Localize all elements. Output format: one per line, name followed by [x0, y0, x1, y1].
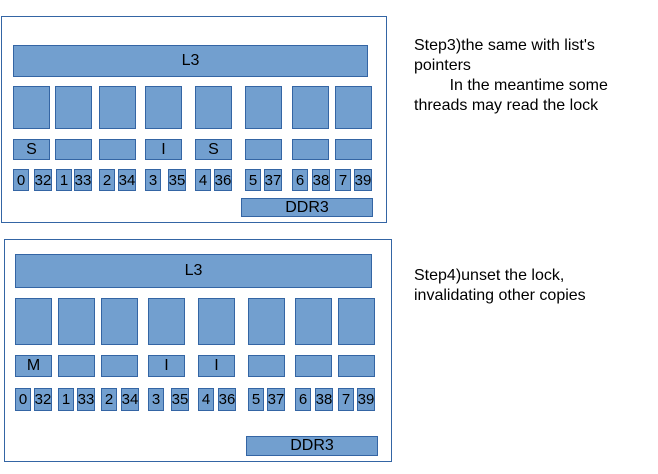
step3-note: Step3)the same with list's pointers In t… — [414, 37, 608, 114]
cache-state-box: S — [13, 139, 50, 160]
cache-state-box — [248, 355, 285, 377]
thread-id-box: 7 — [335, 169, 351, 191]
thread-id-box: 39 — [354, 169, 372, 191]
thread-id-box: 2 — [101, 388, 117, 411]
thread-id-box: 38 — [312, 169, 330, 191]
core-box — [15, 298, 52, 345]
cache-state-box — [292, 139, 329, 160]
thread-id-box: 34 — [118, 169, 136, 191]
cache-state-box — [58, 355, 95, 377]
thread-id-box: 37 — [267, 388, 285, 411]
ddr3-memory-box: DDR3 — [246, 436, 378, 456]
thread-id-box: 7 — [338, 388, 354, 411]
core-box — [148, 298, 185, 345]
thread-id-box: 36 — [218, 388, 236, 411]
cache-state-box: I — [145, 139, 182, 160]
thread-id-box: 35 — [171, 388, 189, 411]
thread-id-box: 5 — [248, 388, 264, 411]
cache-state-box — [338, 355, 375, 377]
thread-id-box: 32 — [34, 388, 52, 411]
thread-id-box: 4 — [198, 388, 214, 411]
core-box — [195, 86, 232, 129]
cache-state-box — [101, 355, 138, 377]
thread-id-box: 5 — [245, 169, 261, 191]
cache-state-box: S — [195, 139, 232, 160]
thread-id-box: 33 — [77, 388, 95, 411]
thread-id-box: 1 — [56, 169, 72, 191]
thread-id-box: 6 — [295, 388, 311, 411]
thread-id-box: 0 — [15, 388, 31, 411]
core-box — [145, 86, 182, 129]
core-box — [335, 86, 372, 129]
thread-id-box: 35 — [168, 169, 186, 191]
core-box — [13, 86, 50, 129]
thread-id-box: 6 — [292, 169, 308, 191]
thread-id-box: 37 — [264, 169, 282, 191]
cache-state-box — [55, 139, 92, 160]
ddr3-memory-box: DDR3 — [241, 198, 373, 217]
thread-id-box: 36 — [214, 169, 232, 191]
cache-state-box — [245, 139, 282, 160]
cache-state-box: I — [198, 355, 235, 377]
core-box — [99, 86, 136, 129]
thread-id-box: 39 — [357, 388, 375, 411]
step4-note: Step4)unset the lock, invalidating other… — [414, 267, 586, 304]
thread-id-box: 4 — [195, 169, 211, 191]
l3-cache-box: L3 — [15, 254, 372, 288]
l3-cache-box: L3 — [13, 45, 368, 77]
core-box — [245, 86, 282, 129]
thread-id-box: 1 — [58, 388, 74, 411]
thread-id-box: 0 — [13, 169, 29, 191]
cache-state-box: I — [148, 355, 185, 377]
cache-state-box — [99, 139, 136, 160]
core-box — [55, 86, 92, 129]
thread-id-box: 34 — [121, 388, 139, 411]
thread-id-box: 33 — [74, 169, 92, 191]
cache-state-box — [295, 355, 332, 377]
core-box — [101, 298, 138, 345]
core-box — [58, 298, 95, 345]
thread-id-box: 3 — [145, 169, 161, 191]
thread-id-box: 38 — [315, 388, 333, 411]
core-box — [248, 298, 285, 345]
cache-state-box: M — [15, 355, 52, 377]
cache-state-box — [335, 139, 372, 160]
core-box — [198, 298, 235, 345]
thread-id-box: 3 — [148, 388, 164, 411]
core-box — [292, 86, 329, 129]
core-box — [338, 298, 375, 345]
thread-id-box: 2 — [99, 169, 115, 191]
thread-id-box: 32 — [34, 169, 52, 191]
core-box — [295, 298, 332, 345]
